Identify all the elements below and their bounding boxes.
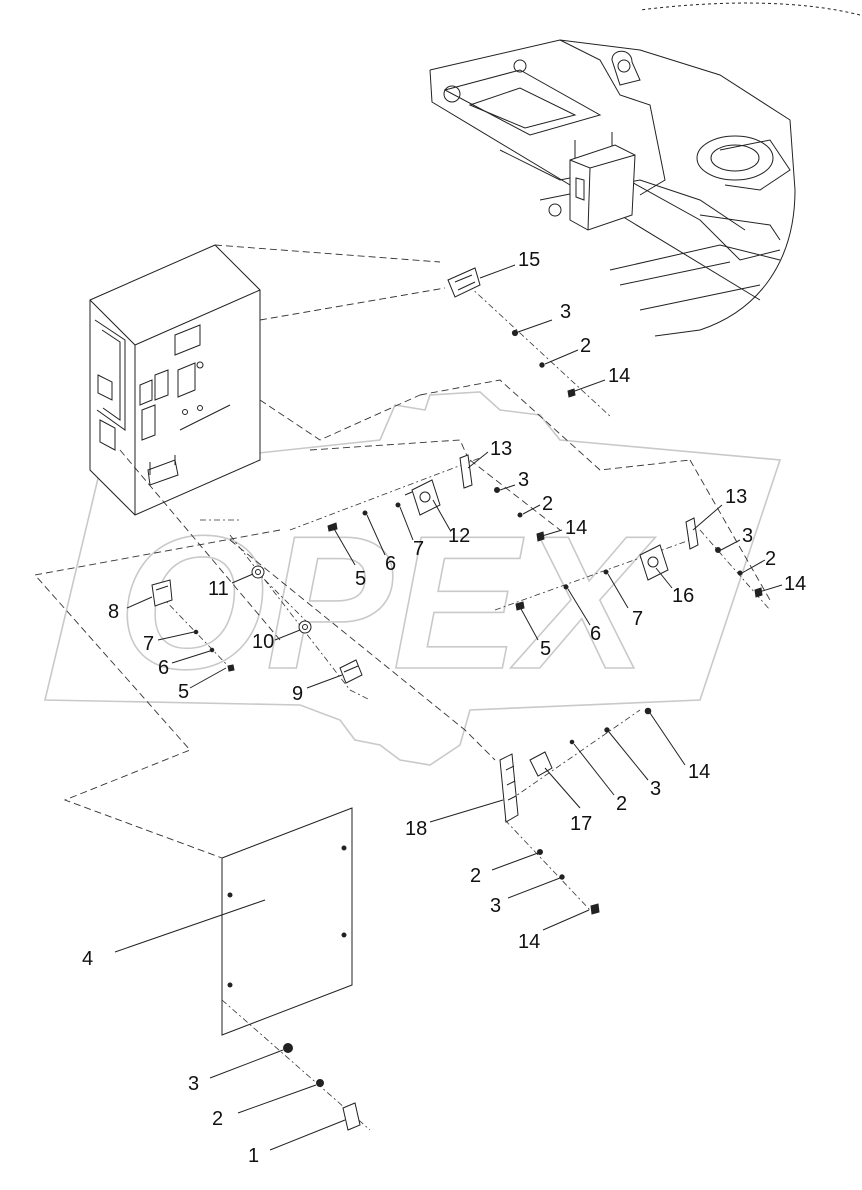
callout-2: 2: [470, 865, 481, 887]
part-18-hinge: [499, 753, 519, 823]
callout-14: 14: [608, 365, 630, 387]
callout-14: 14: [784, 573, 806, 595]
callout-8: 8: [108, 601, 119, 623]
part-9-bolt: [339, 659, 363, 684]
callout-3: 3: [490, 895, 501, 917]
callout-9: 9: [292, 683, 303, 705]
callout-14: 14: [688, 761, 710, 783]
callout-10: 10: [252, 631, 274, 653]
watermark: OPEX: [43, 391, 782, 766]
callout-5: 5: [178, 681, 189, 703]
callout-6: 6: [385, 553, 396, 575]
callout-6: 6: [590, 623, 601, 645]
callout-5: 5: [540, 638, 551, 660]
leader-lines: [114, 264, 783, 1151]
callout-2: 2: [212, 1108, 223, 1130]
callout-3: 3: [742, 525, 753, 547]
part-12-latch: [411, 479, 441, 516]
callout-13: 13: [490, 438, 512, 460]
exploded-parts: [151, 267, 763, 1131]
part-15-hinge: [447, 267, 481, 298]
callout-5: 5: [355, 568, 366, 590]
callout-12: 12: [448, 525, 470, 547]
callout-4: 4: [82, 948, 93, 970]
part-13-bracket: [459, 454, 473, 489]
watermark-logo-text: OPEX: [118, 497, 656, 709]
callout-16: 16: [672, 585, 694, 607]
callout-7: 7: [143, 633, 154, 655]
callout-15: 15: [518, 249, 540, 271]
callout-18: 18: [405, 818, 427, 840]
part-1-screw: [342, 1102, 361, 1131]
callout-2: 2: [580, 335, 591, 357]
callout-2: 2: [616, 793, 627, 815]
callout-7: 7: [632, 608, 643, 630]
callout-11: 11: [208, 578, 229, 600]
control-box-housing: [89, 244, 261, 516]
callout-13: 13: [725, 486, 747, 508]
callout-3: 3: [188, 1073, 199, 1095]
callout-3: 3: [518, 469, 529, 491]
callout-labels: 15 3 2 14 13 3 2 14 12 7 6 5 13 3 2 14 1…: [82, 249, 806, 1167]
callout-14: 14: [518, 931, 540, 953]
callout-14: 14: [565, 517, 587, 539]
callout-2: 2: [765, 548, 776, 570]
callout-7: 7: [413, 538, 424, 560]
callout-2: 2: [542, 493, 553, 515]
callout-3: 3: [560, 301, 571, 323]
part-13-bracket-b: [685, 517, 699, 550]
callout-6: 6: [158, 657, 169, 679]
callout-1: 1: [248, 1145, 259, 1167]
frame-detail-view: [429, 2, 861, 337]
cover-plate: [221, 807, 353, 1036]
part-16-latch: [639, 544, 669, 581]
assembly-lines: [34, 244, 771, 1131]
callout-3: 3: [650, 778, 661, 800]
callout-17: 17: [570, 813, 592, 835]
